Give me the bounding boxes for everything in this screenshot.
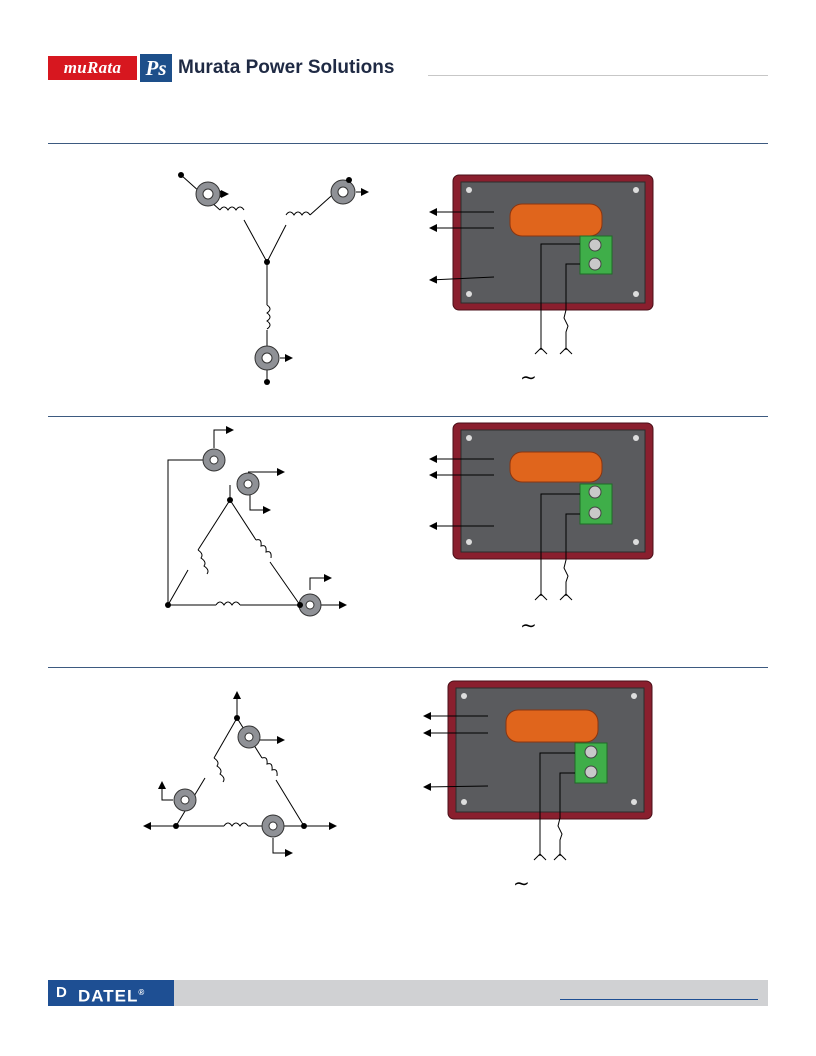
datel-logo-text: DATEL® (78, 980, 145, 1010)
ac-source-symbol: ∼ (513, 871, 530, 895)
sensor-module (452, 422, 654, 560)
ac-source-symbol: ∼ (520, 613, 537, 637)
section-divider-2 (48, 416, 768, 417)
wye-connection-diagram: ∼ (178, 172, 654, 389)
registered-mark: ® (138, 988, 146, 997)
section-divider-1 (48, 143, 768, 144)
section-divider-3 (48, 667, 768, 668)
delta-corner-panel: ∼ (48, 678, 768, 928)
header-rule (428, 75, 768, 76)
current-sensors (173, 725, 285, 838)
wye-connection-panel: ∼ (48, 160, 768, 410)
brand-name: Murata Power Solutions (178, 57, 395, 78)
delta-corner-diagram: ∼ (143, 680, 653, 895)
delta-connection-panel: ∼ (48, 420, 768, 670)
page-footer: D DATEL® (48, 980, 768, 1006)
murata-logo: muRata (48, 56, 137, 80)
sensor-module (452, 174, 654, 311)
current-sensors (202, 448, 322, 617)
datel-mark-icon: D (56, 984, 68, 1001)
ac-source-symbol: ∼ (520, 365, 537, 389)
datel-name: DATEL (78, 986, 139, 1006)
footer-link-line (560, 999, 758, 1000)
page-header: muRata Ps Murata Power Solutions (48, 50, 768, 86)
sensor-module (447, 680, 653, 820)
current-sensors (195, 179, 356, 371)
delta-connection-diagram: ∼ (165, 422, 654, 637)
power-solutions-logo: Ps (140, 54, 172, 82)
datel-logo: D DATEL® (48, 980, 174, 1006)
